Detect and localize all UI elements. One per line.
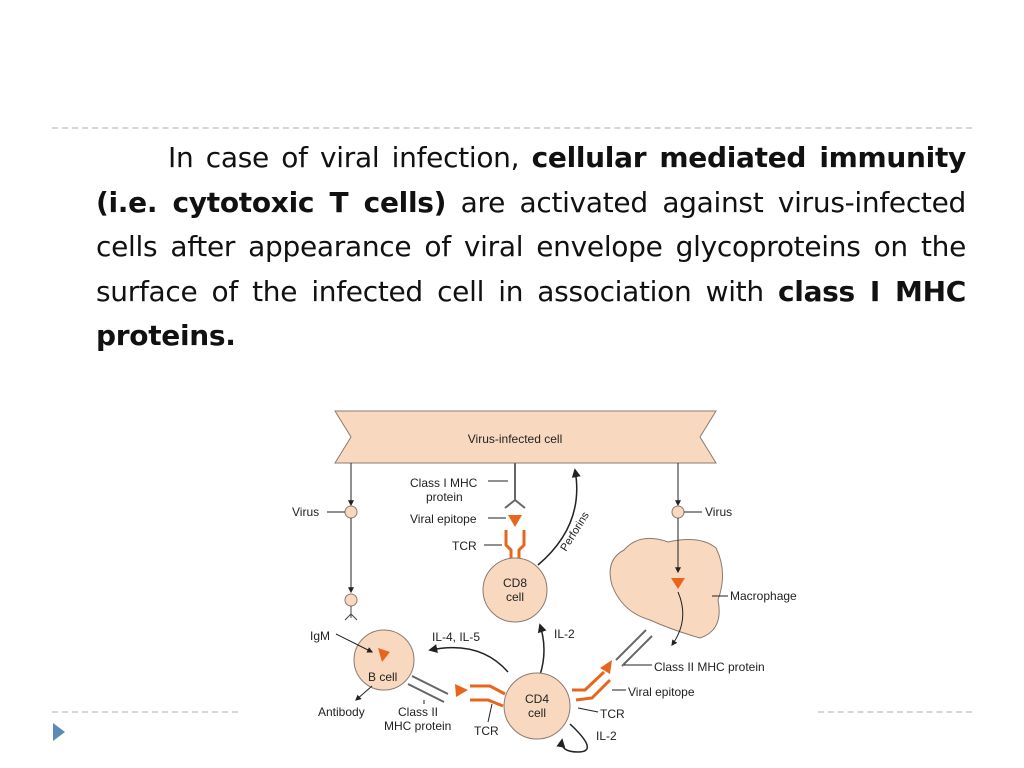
tcr-label-right: TCR — [600, 707, 625, 721]
il4-il5-label: IL-4, IL-5 — [432, 630, 480, 644]
il2-label-bottom: IL-2 — [596, 729, 617, 743]
bottom-divider-left — [52, 711, 238, 713]
triangle-right-icon — [53, 723, 65, 741]
paragraph-bold-1: cellular mediated immunity (i.e. cytotox… — [96, 141, 966, 219]
virus-label-right: Virus — [705, 505, 732, 519]
igm-label: IgM — [310, 629, 330, 643]
tcr-label-bottom: TCR — [474, 724, 499, 738]
cd8-label-line1: CD8 — [503, 576, 527, 590]
virus-infected-cell-label: Virus-infected cell — [468, 432, 563, 446]
class1-mhc-protein — [504, 463, 526, 509]
cd8-label-line2: cell — [506, 590, 524, 604]
class2-mhc-label-bottom-line1: Class II — [398, 705, 438, 719]
b-cell — [353, 629, 415, 691]
viral-epitope-macrophage — [671, 578, 685, 589]
paragraph-bold-2: class I MHC proteins. — [96, 274, 966, 353]
top-divider — [52, 127, 972, 129]
perforins-label: Perforins — [558, 509, 592, 553]
class2-mhc-protein-right — [615, 629, 653, 667]
virus-infected-cell-banner — [334, 410, 717, 464]
paragraph-text-1: In case of viral infection, — [168, 141, 532, 174]
macrophage-label: Macrophage — [730, 589, 797, 603]
virus-particle-left — [344, 505, 358, 519]
class2-mhc-label-bottom-line2: MHC protein — [384, 719, 451, 733]
class2-mhc-protein-bottom — [407, 675, 449, 703]
class1-mhc-label-line2: protein — [426, 490, 463, 504]
tcr-receptor-cd4-right — [572, 670, 612, 702]
viral-epitope-bcell — [378, 648, 390, 662]
immune-response-diagram: Virus-infected cell Virus Class I MHC pr… — [292, 410, 797, 753]
virus-label-left: Virus — [292, 505, 319, 519]
paragraph-text-2: are activated against virus-infected cel… — [96, 185, 966, 308]
viral-epitope-label-top: Viral epitope — [410, 512, 477, 526]
tcr-receptor-cd4-left — [470, 684, 506, 708]
cd4-label-line1: CD4 — [525, 692, 549, 706]
virus-particle-igm — [344, 593, 358, 607]
class1-mhc-label-line1: Class I MHC — [410, 476, 478, 490]
viral-epitope-right — [600, 660, 612, 674]
b-cell-label: B cell — [368, 670, 397, 684]
tcr-label-top: TCR — [452, 539, 477, 553]
viral-epitope-top — [508, 515, 522, 527]
virus-particle-right — [671, 505, 685, 519]
tcr-receptor-cd8 — [504, 530, 526, 560]
cd4-cell — [503, 672, 571, 740]
il2-label-mid: IL-2 — [554, 627, 575, 641]
class2-mhc-label-right: Class II MHC protein — [654, 660, 765, 674]
antibody-label: Antibody — [318, 705, 365, 719]
bottom-divider-right — [818, 711, 972, 713]
macrophage-cell — [609, 537, 723, 639]
viral-epitope-bottom — [455, 684, 468, 697]
cd4-label-line2: cell — [528, 706, 546, 720]
body-paragraph: In case of viral infection, cellular med… — [96, 136, 966, 359]
cd8-cell — [482, 557, 548, 623]
viral-epitope-label-right: Viral epitope — [628, 685, 695, 699]
